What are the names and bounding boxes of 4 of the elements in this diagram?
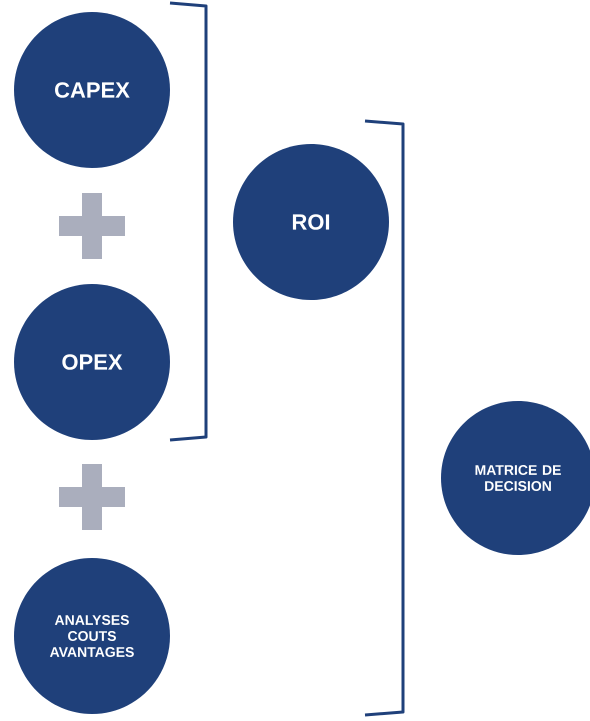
circle-node: ANALYSES COUTS AVANTAGES <box>14 558 170 714</box>
circle-node: ROI <box>233 144 389 300</box>
circle-node: OPEX <box>14 284 170 440</box>
circle-node: CAPEX <box>14 12 170 168</box>
